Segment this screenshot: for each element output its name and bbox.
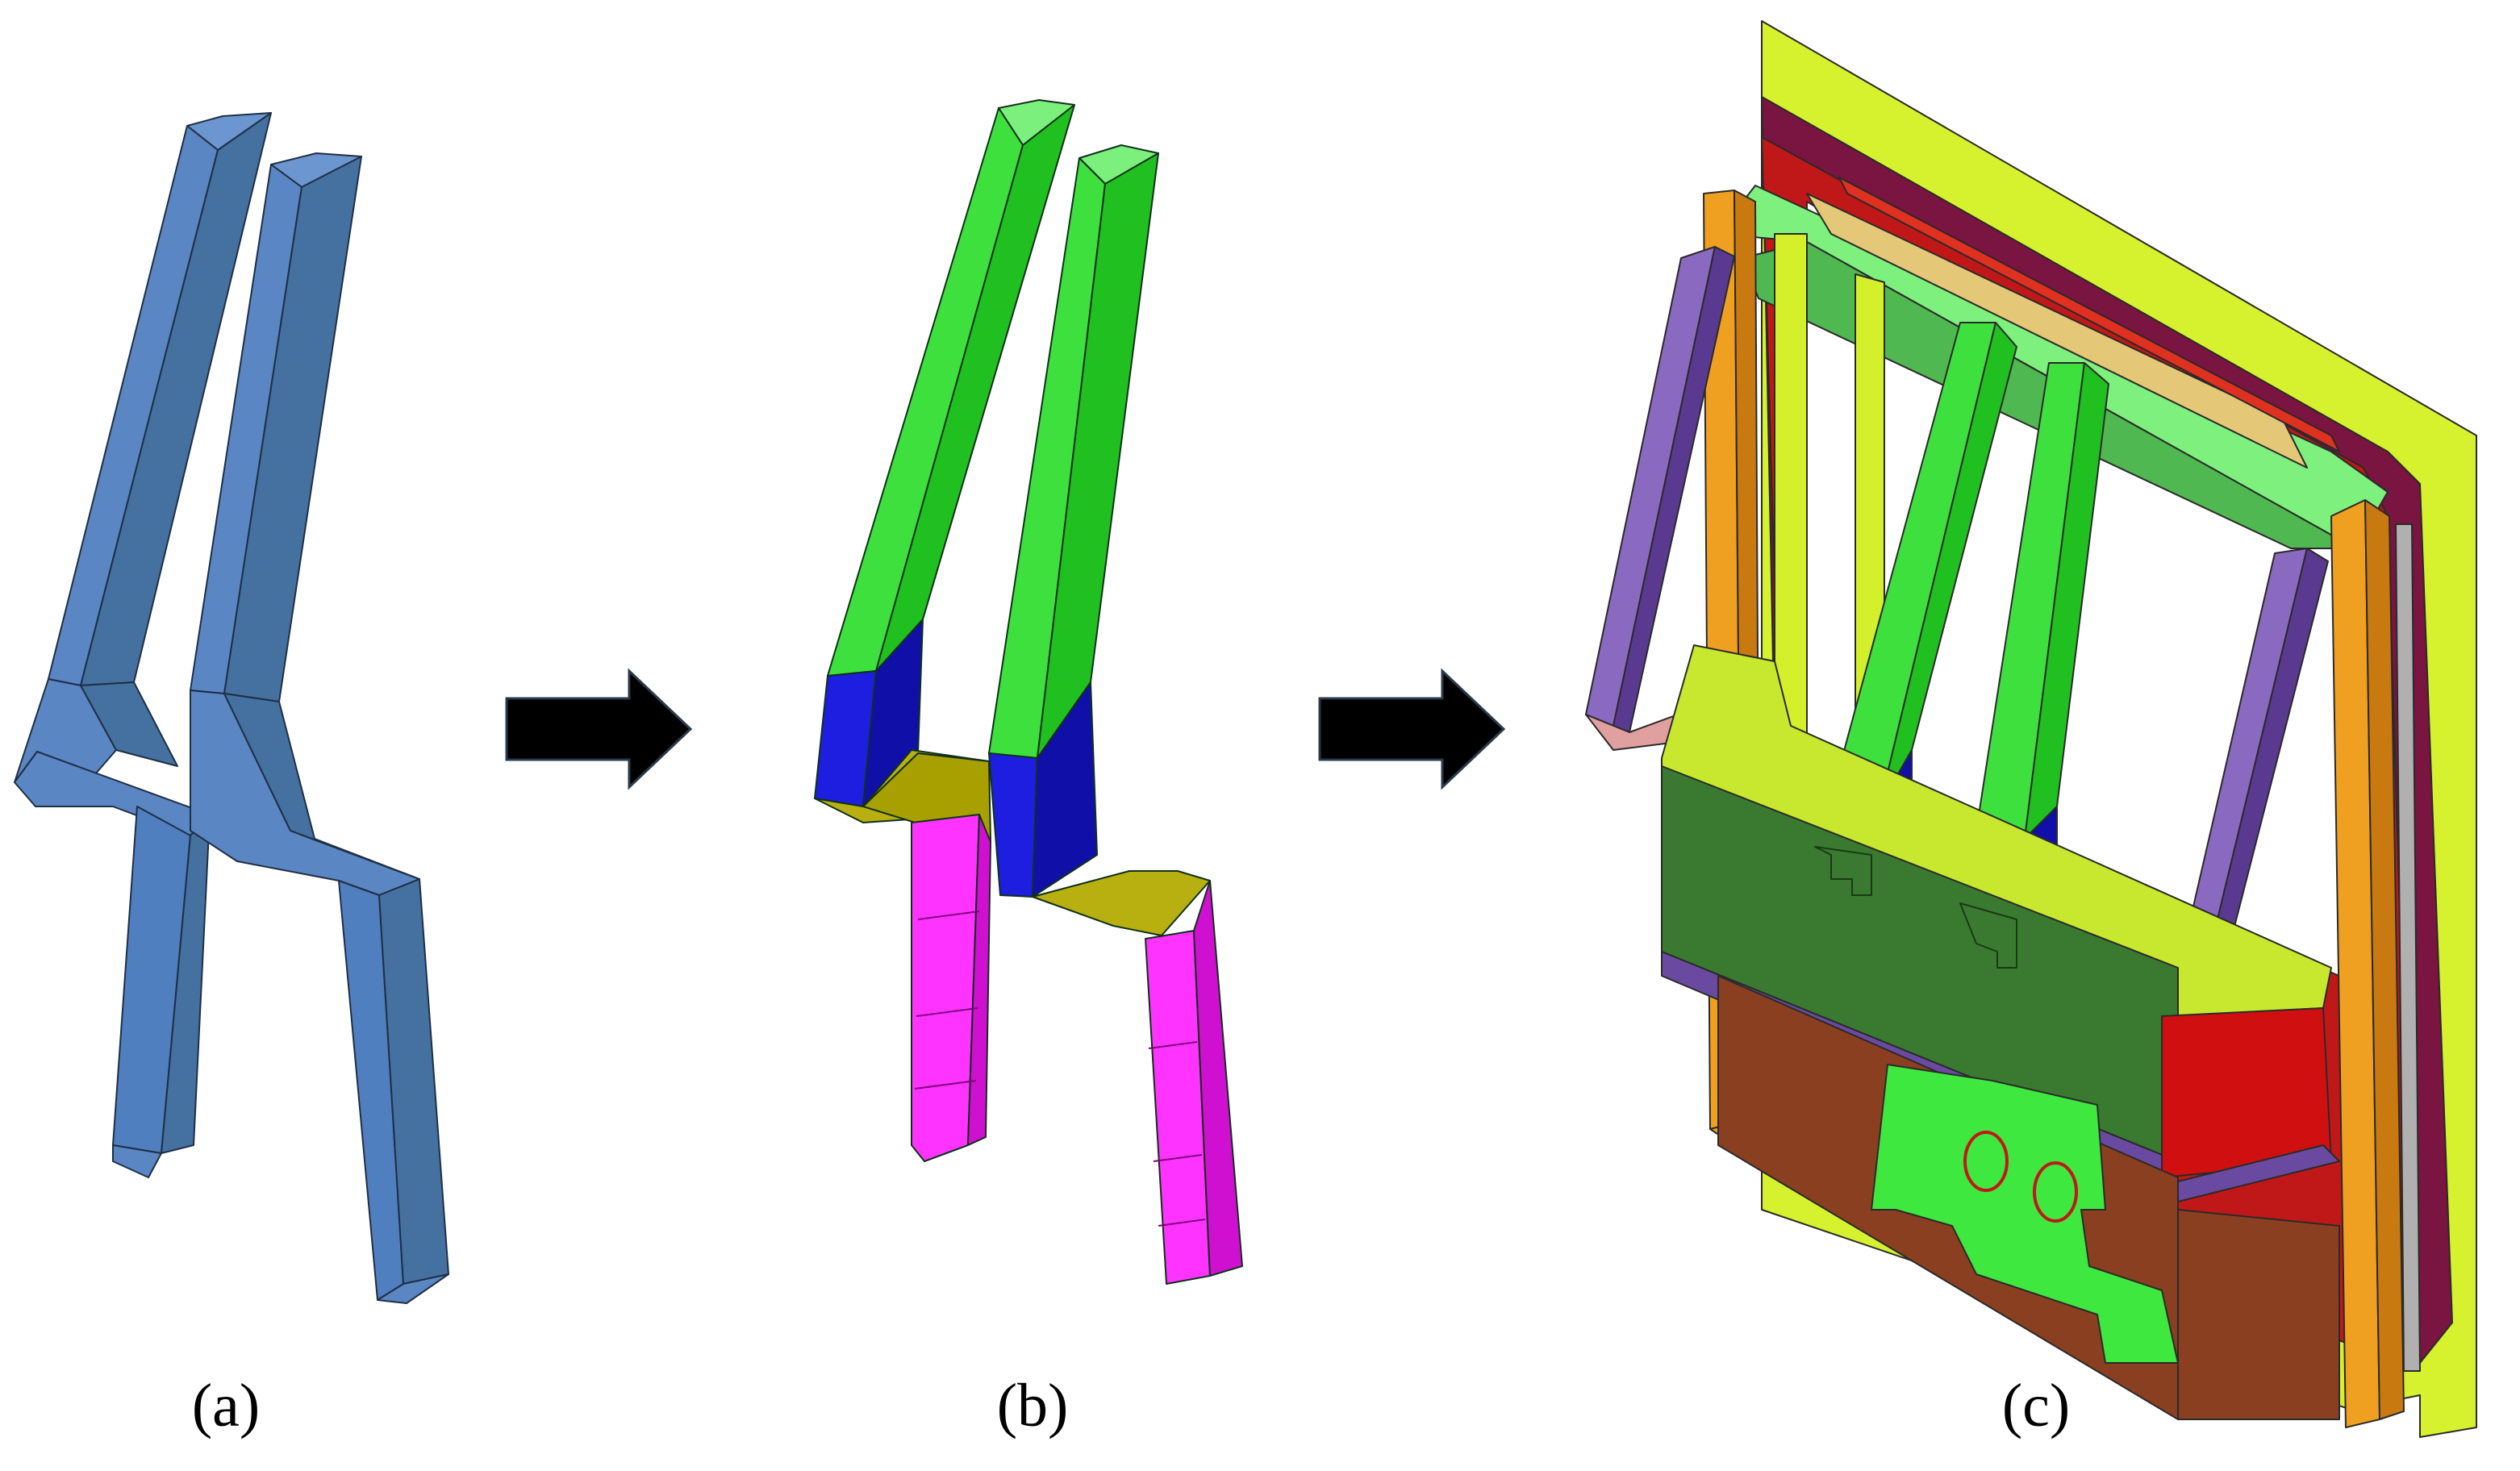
panel-c-caption: (c) — [2001, 1372, 2071, 1440]
panel-c-brace-left — [1585, 246, 1735, 751]
panel-a-caption: (a) — [191, 1372, 261, 1440]
panel-b-right-joint — [988, 681, 1098, 898]
right-arrow-icon — [1318, 668, 1506, 790]
panel-a-drawing — [14, 112, 449, 1304]
right-arrow-icon — [505, 668, 693, 790]
panel-a-left-member — [14, 112, 272, 1178]
panel-b-right-upper-segment — [988, 144, 1159, 759]
panel-c-drawing — [1585, 20, 2477, 1438]
panel-a-right-member — [190, 152, 449, 1304]
panel-b-right-lower-segment — [1145, 880, 1243, 1285]
panel-c-bottom-plate — [1871, 1064, 2179, 1364]
panel-b-caption: (b) — [996, 1372, 1069, 1440]
panel-b-left-lower-segment — [911, 814, 991, 1162]
panel-c-upright-right — [2330, 499, 2421, 1428]
panel-b-drawing — [814, 99, 1243, 1285]
